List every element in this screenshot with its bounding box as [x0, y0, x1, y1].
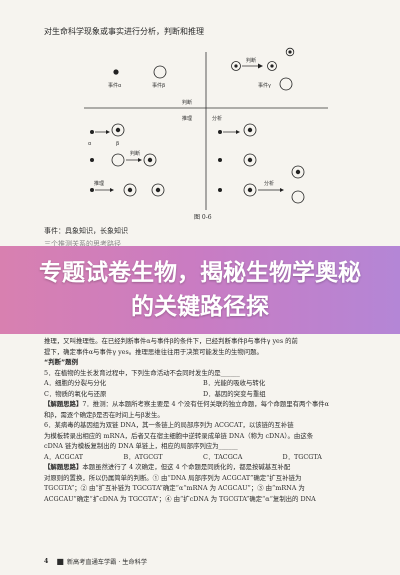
q5-explanation-text: 7．推测：从本题所考察主要是 4 个没有任何关联的独立命题，每个命题里有两个事件…: [82, 400, 329, 408]
figure-caption: 图 0-6: [194, 214, 212, 221]
analyze-circle-2: [243, 153, 257, 167]
analyze-circle-1-dot: [247, 127, 253, 133]
chain-circle-4-dot: [127, 187, 133, 193]
judged-circle: [267, 61, 277, 71]
analyze-label: 分析: [264, 180, 274, 187]
chain-circle-1: [111, 123, 125, 137]
chain-circle-5: [151, 183, 165, 197]
analyze-circle-4-dot: [295, 169, 301, 175]
chain-dot-2: [90, 158, 94, 162]
event-knowledge-line: 事件：具象知识，长象知识: [44, 227, 128, 235]
event-beta-circle: [153, 65, 167, 79]
q5-option-b: B．光能的吸收与转化: [203, 379, 266, 387]
reasoning-diagram-svg: 事件α 事件β 判断 事件γ 判断 推理 分析 α: [84, 47, 328, 210]
analyze-circle-2-dot: [247, 157, 253, 163]
chain-circle-3-dot: [147, 157, 153, 163]
judge-source-dot: [234, 64, 238, 68]
analyze-circle-3: [243, 183, 257, 197]
question-6-line-1: 6．某病毒的基因组为双链 DNA，其一条链上的局部序列为 ACGCAT，以该链的…: [44, 421, 294, 429]
q6-explanation-2: 对原则的置换，所以仍属简单的判断。① 由“DNA 局部序列为 ACGCAT”确定…: [44, 473, 302, 482]
question-6-line-2: 为模板转录出相应的 mRNA，后者又在宿主细胞中逆转录成单链 DNA（称为 cD…: [44, 431, 314, 440]
q5-answer-label: 【解题思路】: [44, 400, 83, 408]
analyze-dot-3: [218, 188, 222, 192]
event-gamma-label: 事件γ: [258, 82, 271, 89]
judged-dot: [270, 64, 274, 68]
body-line-2: 提下，确定事件α与事件γ yes。推理思维往往用于决策可能发生的生物问题。: [44, 347, 263, 356]
event-alpha-label: 事件α: [108, 82, 122, 89]
analyze-circle-5: [291, 190, 305, 204]
chain-arrow-1-head: [106, 130, 110, 134]
question-6-line-3: cDNA 链为模板复制出的 DNA 单链上，相应的局部序列应为______: [44, 442, 238, 450]
event-gamma-circle: [279, 77, 293, 91]
chain-circle-1-dot: [115, 127, 121, 133]
question-5: 5．在植物的生长发育过程中，下列生命活动不会同时发生的是______: [44, 368, 240, 377]
q5-options-row-2: C．物质的氧化与还原 D．基因的突变与重组: [44, 389, 362, 400]
q6-option-b: B．ATGCGT: [123, 452, 163, 461]
quadrant-label-infer: 推理: [182, 115, 192, 122]
chain-circle-5-dot: [155, 187, 161, 193]
chain-label-a1: α: [88, 141, 92, 147]
title-banner: 专题试卷生物，揭秘生物学奥秘的关键路径探: [0, 246, 400, 334]
analyze-circle-4: [291, 165, 305, 179]
q5-option-a: A．细胞的分裂与分化: [44, 379, 107, 387]
chain-circle-4: [123, 183, 137, 197]
judge-label: 判断: [246, 57, 256, 64]
q6-explanation-1: 【解题思路】本题虽然进行了 4 次确定，但这 4 个命题是同质化的，都是按碱基互…: [44, 462, 362, 473]
analyze-circle-3-dot: [247, 187, 253, 193]
page-heading: 对生命科学现象或事实进行分析，判断和推理: [44, 27, 204, 36]
page-footer: 4 ■ 新高考直通车学霸 · 生命科学: [44, 557, 147, 566]
q6-answer-label: 【解题思路】: [44, 463, 83, 471]
banner-title: 专题试卷生物，揭秘生物学奥秘的关键路径探: [39, 260, 361, 320]
q6-explanation-3: TGCGTA”；② 由“扩互补链为 TGCGTA”确定“α“mRNA 为 ACG…: [44, 484, 305, 492]
q6-explanation-text: 本题虽然进行了 4 次确定，但这 4 个命题是同质化的，都是按碱基互补配: [82, 463, 291, 471]
analyze-dot-2: [218, 158, 222, 162]
page-number: 4: [44, 558, 49, 565]
judge-arrow-head: [258, 63, 263, 69]
q5-options-row-1: A．细胞的分裂与分化 B．光能的吸收与转化: [44, 378, 362, 389]
q6-option-a: A．ACGCAT: [44, 452, 84, 461]
chain-arrow-2-head: [138, 158, 142, 162]
chain-judge-label: 判断: [130, 150, 140, 157]
q6-option-c: C．TACGCA: [203, 452, 243, 461]
reasoning-diagram: 事件α 事件β 判断 事件γ 判断 推理 分析 α: [80, 42, 332, 212]
analyze-arrow-1-head: [236, 130, 240, 134]
event-beta-label: 事件β: [152, 82, 165, 89]
q5-option-c: C．物质的氧化与还原: [44, 389, 107, 398]
q6-option-d: D．TGCGTA: [282, 452, 322, 461]
chain-dot-3: [90, 188, 94, 192]
analyze-arrow-2-head: [280, 188, 284, 192]
faded-line: 三个推测关系的思考路径: [44, 240, 121, 248]
quadrant-label-analyze: 分析: [212, 115, 222, 122]
section-heading: “判断”题例: [44, 358, 78, 366]
q5-explanation-1: 【解题思路】7．推测：从本题所考察主要是 4 个没有任何关联的独立命题，每个命题…: [44, 399, 362, 410]
quadrant-label-judge: 判断: [182, 99, 192, 106]
analyze-dot-1: [218, 130, 222, 134]
chain-infer-label: 推理: [94, 180, 104, 187]
q6-explanation-4: ACGCAU”确定“扩cDNA 为 TGCGTA”；④ 由“扩cDNA 为 TG…: [44, 494, 316, 503]
q5-explanation-2: 和β，需逐个确定β是否在时间上与β发生。: [44, 410, 164, 419]
chain-arrow-3-head: [110, 188, 114, 192]
q5-option-d: D．基因的突变与重组: [203, 389, 266, 398]
q6-options-row: A．ACGCAT B．ATGCGT C．TACGCA D．TGCGTA: [44, 452, 362, 463]
analyze-circle-1: [243, 123, 257, 137]
bullet-icon: ■: [56, 557, 64, 566]
event-alpha-dot: [113, 69, 119, 75]
body-text: 推理，又叫推理性。在已经判断事件α与事件β的条件下，已经判断事件β与事件γ ye…: [44, 336, 362, 504]
small-circle-a: [285, 47, 295, 57]
book-title: 新高考直通车学霸 · 生命科学: [66, 559, 148, 566]
small-dot-a: [288, 50, 292, 54]
chain-dot-1: [90, 130, 94, 134]
chain-label-b1: β: [116, 141, 119, 147]
chain-circle-2: [111, 153, 125, 167]
judge-source-circle: [231, 61, 241, 71]
body-line-1: 推理，又叫推理性。在已经判断事件α与事件β的条件下，已经判断事件β与事件γ ye…: [44, 337, 298, 345]
chain-circle-3: [143, 153, 157, 167]
